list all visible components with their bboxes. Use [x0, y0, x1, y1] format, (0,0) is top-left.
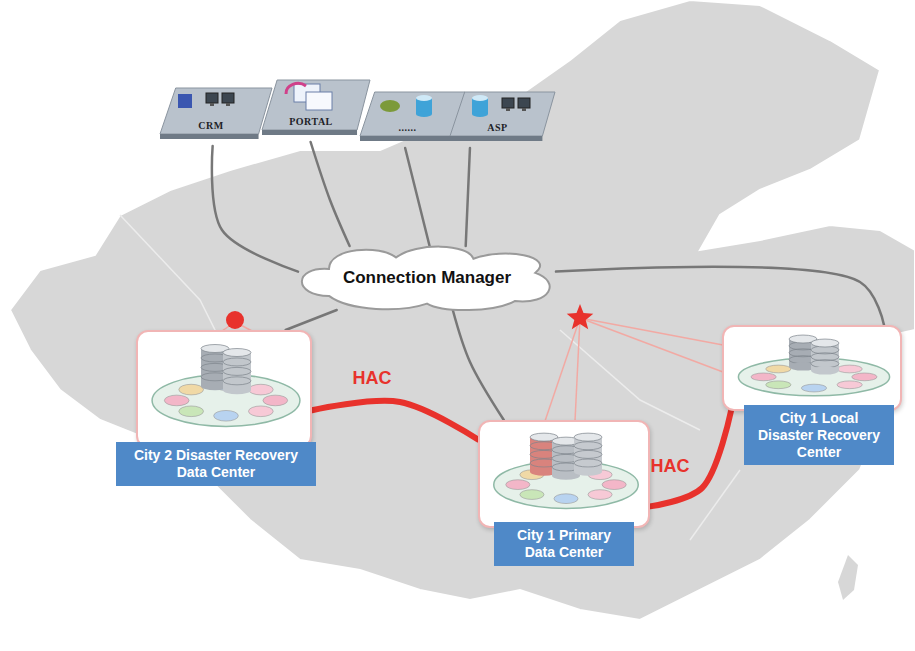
platform-edge	[160, 134, 259, 139]
data-center-box: City 1 Local Disaster Recovery Center	[722, 325, 902, 411]
platform-label: CRM	[198, 120, 233, 131]
connection-cloud: Connection Manager	[298, 246, 556, 310]
platform-icon	[472, 95, 530, 117]
location-star	[567, 304, 594, 329]
platform-top	[450, 92, 555, 136]
network-link	[311, 142, 350, 246]
platform-outline	[450, 92, 555, 148]
application-platform: ......	[360, 92, 465, 148]
network-link	[556, 267, 884, 325]
data-center-icon	[738, 335, 889, 396]
platform-icon	[380, 95, 432, 117]
platform-label: ASP	[487, 122, 517, 133]
data-center-illustration	[480, 422, 648, 526]
callout-line	[580, 318, 723, 345]
location-dot	[226, 311, 244, 329]
platform-label: ......	[399, 122, 427, 133]
callout-line	[545, 318, 580, 421]
network-link	[453, 310, 504, 420]
platform-label: PORTAL	[289, 116, 343, 127]
cloud-shape	[302, 247, 550, 310]
platform-edge	[262, 130, 357, 135]
cloud-label: Connection Manager	[343, 268, 511, 288]
application-platform: ASP	[450, 92, 555, 148]
callout-line	[580, 318, 723, 372]
network-link	[286, 310, 337, 330]
data-center-box: City 1 Primary Data Center	[478, 420, 650, 528]
site-label: City 2 Disaster Recovery Data Center	[116, 442, 316, 486]
network-link	[212, 146, 298, 272]
network-link	[405, 148, 429, 246]
platform-icon	[178, 93, 234, 108]
data-center-box: City 2 Disaster Recovery Data Center	[136, 330, 312, 448]
link-label: HAC	[353, 368, 392, 389]
island-outline	[838, 555, 858, 600]
province-line	[120, 215, 740, 540]
platform-icon	[286, 83, 332, 110]
platform-outline	[262, 80, 370, 142]
data-center-illustration	[724, 327, 900, 409]
platform-outline	[160, 88, 272, 146]
platform-top	[360, 92, 465, 136]
platform-edge	[360, 136, 452, 141]
replication-link	[312, 401, 478, 440]
platform-top	[262, 80, 370, 130]
platform-edge	[450, 136, 542, 141]
application-platform: CRM	[160, 88, 272, 146]
data-center-icon	[494, 433, 638, 508]
country-outline	[10, 0, 915, 620]
link-label: HAC	[651, 456, 690, 477]
site-label: City 1 Local Disaster Recovery Center	[744, 405, 894, 465]
callout-line	[575, 318, 580, 421]
site-label: City 1 Primary Data Center	[494, 522, 634, 566]
network-link	[466, 148, 470, 246]
replication-link	[650, 411, 731, 506]
application-platform: PORTAL	[262, 80, 370, 142]
platform-top	[160, 88, 272, 134]
data-center-illustration	[138, 332, 310, 446]
platform-outline	[360, 92, 465, 148]
data-center-icon	[152, 345, 300, 427]
